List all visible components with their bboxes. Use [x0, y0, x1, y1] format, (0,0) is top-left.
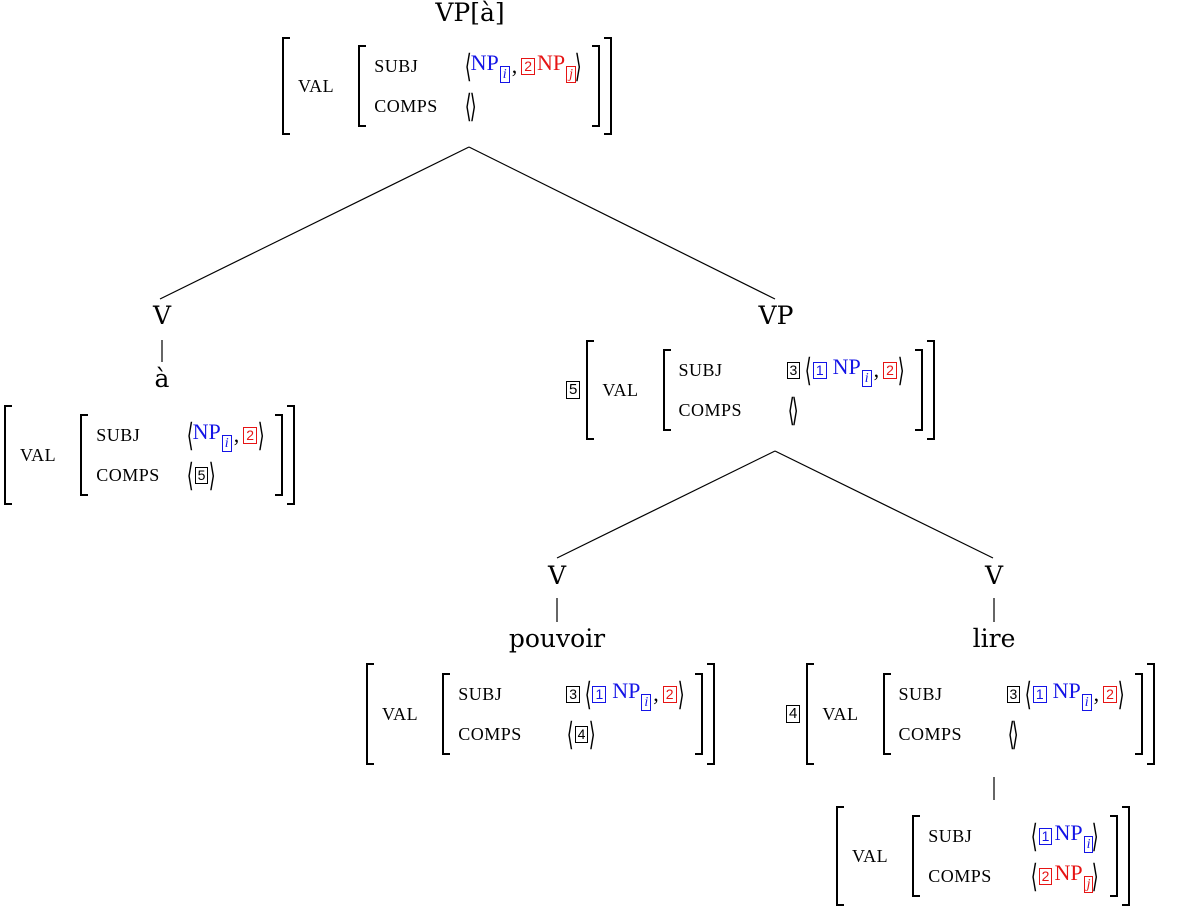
comps-row: COMPS ⟨⟩ [374, 87, 477, 125]
tag-1: 1 [1038, 827, 1053, 845]
tag-3: 3 [786, 361, 801, 379]
bracket-left [358, 45, 367, 127]
word-pouvoir: pouvoir [508, 624, 606, 653]
v-lire-label: V [984, 561, 1004, 590]
attr-subj: SUBJ [374, 55, 419, 76]
word-lire: lire [972, 624, 1016, 653]
tag-2: 2 [662, 685, 677, 703]
root-label: VP[à] [435, 0, 505, 27]
bracket-right [604, 37, 613, 135]
attr-val: VAL [298, 75, 335, 96]
v-left-label: V [152, 301, 172, 330]
tag-4: 4 [574, 725, 589, 743]
edge-vp-lire [774, 450, 994, 559]
tag-2: 2 [1103, 685, 1117, 703]
vp-right-label: VP [758, 301, 794, 330]
tag-1: 1 [1032, 685, 1047, 703]
tag-5: 5 [566, 381, 581, 399]
tag-2: 2 [521, 57, 535, 75]
tag-4: 4 [786, 705, 801, 723]
tag-2: 2 [243, 426, 257, 444]
attr-comps: COMPS [374, 95, 438, 116]
bracket-right [592, 45, 601, 127]
tag-2: 2 [1038, 867, 1053, 885]
tag-2: 2 [883, 361, 897, 379]
tag-5: 5 [194, 466, 209, 484]
word-a: à [154, 364, 170, 393]
v-pouvoir-label: V [547, 561, 567, 590]
edge-vp-pouvoir [556, 450, 776, 559]
bracket-left [282, 37, 290, 135]
edge-root-vp [468, 146, 776, 300]
tag-1: 1 [812, 361, 827, 379]
edge-root-v [159, 146, 470, 300]
tag-1: 1 [592, 685, 607, 703]
tag-3: 3 [566, 685, 580, 703]
tag-3: 3 [1006, 685, 1021, 703]
